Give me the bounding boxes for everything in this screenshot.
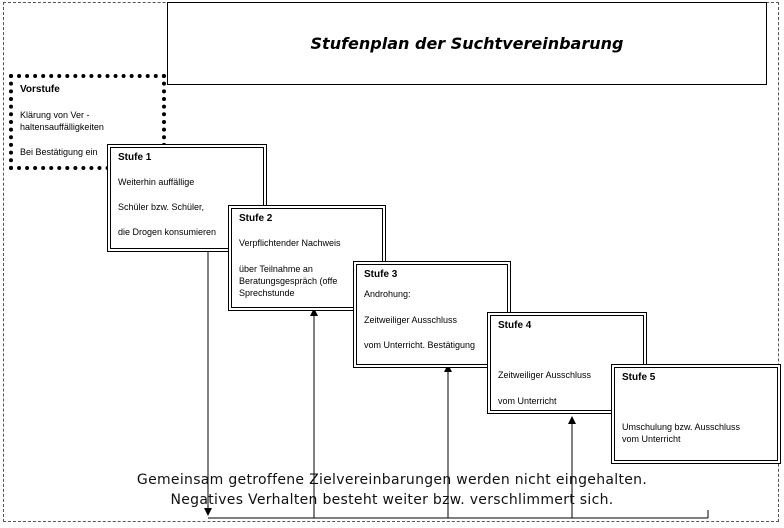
stufe2-line3: Beratungsgespräch (offe bbox=[239, 276, 338, 286]
stufe5-label: Stufe 5 bbox=[622, 372, 656, 383]
vorstufe-line1: Klärung von Ver - bbox=[20, 110, 90, 120]
stufe2-label: Stufe 2 bbox=[239, 213, 273, 224]
stufe3-label: Stufe 3 bbox=[364, 269, 398, 280]
stufe3-line1: Androhung: bbox=[364, 289, 411, 299]
stufe1-line1: Weiterhin auffällige bbox=[118, 177, 195, 187]
stufe1-line2: Schüler bzw. Schüler, bbox=[118, 202, 205, 212]
stufe3-line3: vom Unterricht. Bestätigung bbox=[364, 340, 476, 350]
vorstufe-line3: Bei Bestätigung ein bbox=[20, 147, 98, 157]
stufe2-line4: Sprechstunde bbox=[239, 288, 295, 298]
stufe5-line2: vom Unterricht bbox=[622, 434, 681, 444]
stufe1-label: Stufe 1 bbox=[118, 152, 152, 163]
stufe1-box: Stufe 1 Weiterhin auffällige Schüler bzw… bbox=[107, 144, 267, 252]
stufe4-line2: vom Unterricht bbox=[498, 396, 557, 406]
vorstufe-label: Vorstufe bbox=[20, 84, 60, 95]
stufe3-line2: Zeitweiliger Ausschluss bbox=[364, 315, 458, 325]
stufe2-line1: Verpflichtender Nachweis bbox=[239, 238, 341, 248]
stufe5-box: Stufe 5 Umschulung bzw. Ausschluss vom U… bbox=[611, 364, 781, 464]
caption-line2: Negatives Verhalten besteht weiter bzw. … bbox=[170, 492, 614, 508]
stufe5-line1: Umschulung bzw. Ausschluss bbox=[622, 422, 741, 432]
caption-line1: Gemeinsam getroffene Zielvereinbarungen … bbox=[136, 472, 648, 488]
stufe4-label: Stufe 4 bbox=[498, 320, 532, 331]
page-title: Stufenplan der Suchtvereinbarung bbox=[310, 34, 624, 53]
stufe2-line2: über Teilnahme an bbox=[239, 264, 313, 274]
stufe1-line3: die Drogen konsumieren bbox=[118, 227, 217, 237]
stufe4-line1: Zeitweiliger Ausschluss bbox=[498, 370, 592, 380]
stufe3-box: Stufe 3 Androhung: Zeitweiliger Ausschlu… bbox=[353, 261, 511, 368]
title-box: Stufenplan der Suchtvereinbarung bbox=[167, 2, 767, 85]
vorstufe-line2: haltensauffälligkeiten bbox=[20, 122, 104, 132]
